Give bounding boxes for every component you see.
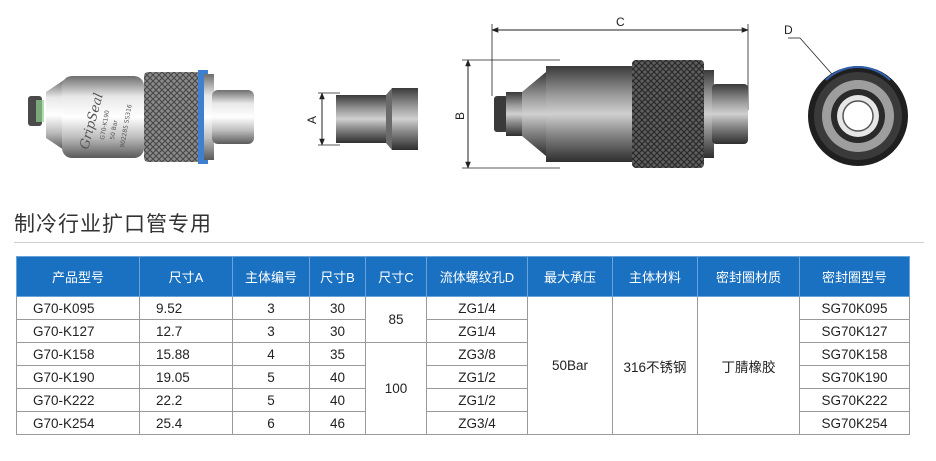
header-size-a: 尺寸A	[139, 256, 233, 297]
header-seal-model: 密封圈型号	[799, 256, 910, 297]
cell-model: G70-K254	[16, 411, 140, 435]
section-title: 制冷行业扩口管专用	[14, 212, 212, 236]
tube-diagram: A	[305, 88, 418, 150]
table-row: G70-K254 25.4 6 46 ZG3/4 SG70K254	[16, 411, 910, 435]
cell-size-a: 9.52	[139, 296, 233, 320]
product-photo: GripSeal G70-K190 50 Bar 902285 SS316	[28, 70, 254, 164]
cell-size-c-group: 100	[365, 342, 427, 435]
header-model: 产品型号	[16, 256, 140, 297]
dim-label-b: B	[453, 112, 467, 120]
cell-seal-model: SG70K222	[799, 388, 910, 412]
header-size-c: 尺寸C	[365, 256, 427, 297]
table-header-row: 产品型号 尺寸A 主体编号 尺寸B 尺寸C 流体螺纹孔D 最大承压 主体材料 密…	[16, 256, 910, 297]
cell-body-no: 4	[232, 342, 310, 366]
table-row: G70-K127 12.7 3 30 ZG1/4 SG70K127	[16, 319, 910, 343]
cell-size-a: 12.7	[139, 319, 233, 343]
end-view-diagram: D	[784, 23, 908, 166]
engraving-line-2: 50 Bar	[109, 119, 119, 140]
cell-size-a: 15.88	[139, 342, 233, 366]
cell-size-c-group: 85	[365, 296, 427, 343]
side-view-diagram: C B	[453, 15, 749, 169]
cell-size-b: 40	[309, 388, 366, 412]
cell-thread-d: ZG3/8	[426, 342, 528, 366]
cell-seal-model: SG70K254	[799, 411, 910, 435]
dim-label-a: A	[305, 116, 319, 124]
dim-label-d: D	[784, 23, 793, 37]
spec-table: 产品型号 尺寸A 主体编号 尺寸B 尺寸C 流体螺纹孔D 最大承压 主体材料 密…	[16, 256, 910, 435]
cell-thread-d: ZG3/4	[426, 411, 528, 435]
cell-thread-d: ZG1/2	[426, 388, 528, 412]
cell-size-b: 30	[309, 319, 366, 343]
cell-size-a: 25.4	[139, 411, 233, 435]
cell-model: G70-K158	[16, 342, 140, 366]
cell-size-b: 46	[309, 411, 366, 435]
title-divider	[14, 242, 924, 243]
dim-label-c: C	[616, 15, 625, 29]
table-row: G70-K222 22.2 5 40 ZG1/2 SG70K222	[16, 388, 910, 412]
cell-model: G70-K222	[16, 388, 140, 412]
cell-size-a: 22.2	[139, 388, 233, 412]
header-thread-d: 流体螺纹孔D	[426, 256, 528, 297]
cell-body-no: 5	[232, 388, 310, 412]
cell-size-b: 30	[309, 296, 366, 320]
cell-thread-d: ZG1/4	[426, 296, 528, 320]
cell-body-no: 5	[232, 365, 310, 389]
cell-thread-d: ZG1/2	[426, 365, 528, 389]
header-size-b: 尺寸B	[309, 256, 366, 297]
header-max-pressure: 最大承压	[527, 256, 613, 297]
cell-seal-model: SG70K127	[799, 319, 910, 343]
cell-size-b: 40	[309, 365, 366, 389]
table-row: G70-K095 9.52 3 30 85 ZG1/4 50Bar 316不锈钢…	[16, 296, 910, 435]
table-row: G70-K158 15.88 4 35 100 ZG3/8 SG70K158	[16, 342, 910, 435]
cell-size-b: 35	[309, 342, 366, 366]
cell-body-material: 316不锈钢	[612, 296, 698, 435]
cell-size-a: 19.05	[139, 365, 233, 389]
cell-seal-model: SG70K190	[799, 365, 910, 389]
cell-seal-model: SG70K158	[799, 342, 910, 366]
cell-max-pressure: 50Bar	[527, 296, 613, 435]
header-seal-material: 密封圈材质	[697, 256, 800, 297]
cell-seal-material: 丁腈橡胶	[697, 296, 800, 435]
product-figures: GripSeal G70-K190 50 Bar 902285 SS316 A …	[28, 15, 908, 169]
cell-body-no: 3	[232, 319, 310, 343]
header-body-material: 主体材料	[612, 256, 698, 297]
cell-thread-d: ZG1/4	[426, 319, 528, 343]
header-body-no: 主体编号	[232, 256, 310, 297]
cell-model: G70-K190	[16, 365, 140, 389]
cell-seal-model: SG70K095	[799, 296, 910, 320]
cell-model: G70-K095	[16, 296, 140, 320]
cell-model: G70-K127	[16, 319, 140, 343]
cell-body-no: 3	[232, 296, 310, 320]
cell-body-no: 6	[232, 411, 310, 435]
